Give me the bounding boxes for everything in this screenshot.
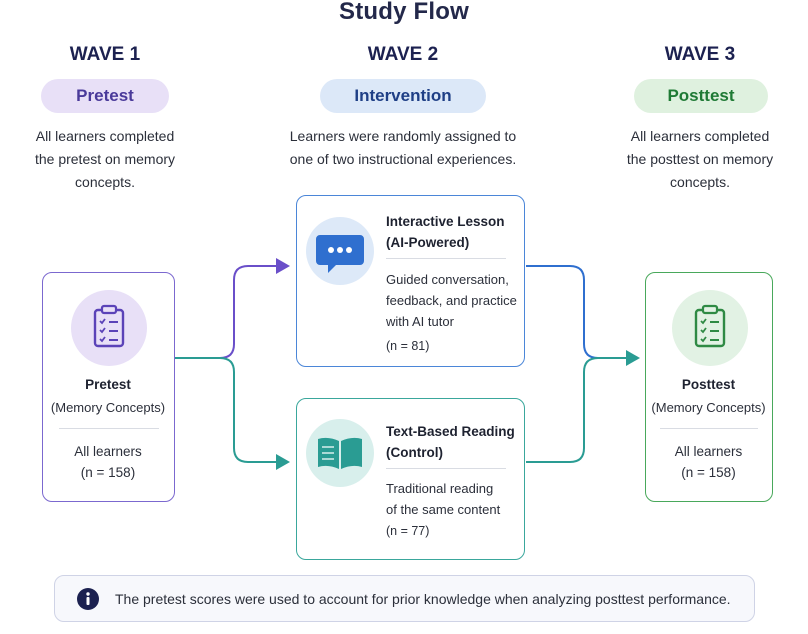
pretest-icon-circle [71,290,147,366]
arrow-pretest-to-reading [175,357,290,470]
text-reading-card: Text-Based Reading (Control) Traditional… [296,398,525,560]
wave-3-description: All learners completed the posttest on m… [626,128,774,190]
pretest-card: Pretest (Memory Concepts) All learners (… [42,272,175,502]
reading-card-description: Traditional reading of the same content [386,481,501,517]
arrow-pretest-to-interactive [175,258,290,359]
pretest-pill: Pretest [41,79,169,113]
wave-2-description: Learners were randomly assigned to one o… [289,128,517,167]
interactive-card-description: Guided conversation, feedback, and pract… [386,272,517,329]
wave-1-description: All learners completed the pretest on me… [34,128,176,190]
pretest-card-group: All learners (n = 158) [74,444,142,480]
methodology-note: The pretest scores were used to account … [54,575,755,622]
clipboard-checklist-icon [694,304,726,348]
reading-card-n: (n = 77) [386,524,430,538]
interactive-card-divider [386,258,506,259]
intervention-pill: Intervention [320,79,486,113]
wave-1-label: WAVE 1 [69,44,141,65]
wave-2-label: WAVE 2 [367,44,439,65]
interactive-card-title: Interactive Lesson (AI-Powered) [386,214,505,250]
posttest-pill: Posttest [634,79,768,113]
pretest-card-divider [59,428,159,429]
arrow-reading-to-posttest [526,350,640,463]
pretest-card-title: Pretest [85,377,131,392]
interactive-lesson-card: Interactive Lesson (AI-Powered) Guided c… [296,195,525,367]
interactive-icon-circle [306,217,374,285]
posttest-card: Posttest (Memory Concepts) All learners … [645,272,773,502]
posttest-card-group: All learners (n = 158) [674,444,743,480]
clipboard-checklist-icon [93,304,125,348]
diagram-title: Study Flow [339,0,469,25]
reading-icon-circle [306,419,374,487]
pretest-card-subtitle: (Memory Concepts) [50,400,166,415]
wave-3-label: WAVE 3 [664,44,736,65]
posttest-card-subtitle: (Memory Concepts) [651,400,766,415]
chat-bubble-icon [316,235,364,273]
interactive-card-n: (n = 81) [386,339,430,353]
info-icon [77,588,99,610]
posttest-card-title: Posttest [681,377,736,392]
posttest-icon-circle [672,290,748,366]
reading-card-title: Text-Based Reading (Control) [386,424,515,460]
posttest-card-divider [660,428,758,429]
reading-card-divider [386,468,506,469]
note-text: The pretest scores were used to account … [115,591,731,607]
arrow-interactive-to-posttest [526,265,599,359]
open-book-icon [318,437,362,469]
